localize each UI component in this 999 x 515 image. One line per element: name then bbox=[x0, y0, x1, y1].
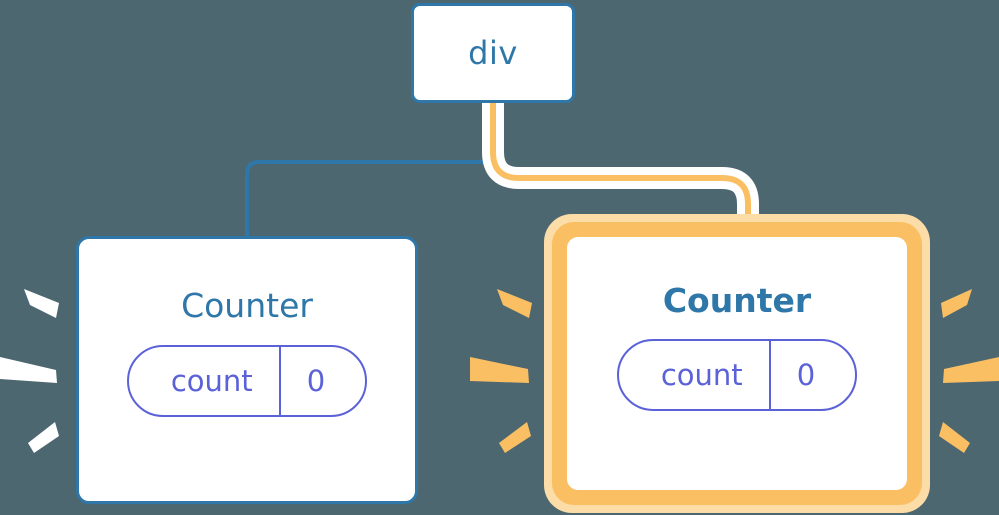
prop-name-label: count bbox=[170, 363, 253, 398]
ray-icon bbox=[943, 357, 999, 383]
prop-value-label: 0 bbox=[796, 357, 816, 392]
node-counter-left-label: Counter bbox=[181, 286, 313, 325]
node-counter-left[interactable]: Counter count 0 bbox=[76, 236, 418, 504]
prop-pill-count-left[interactable]: count 0 bbox=[126, 345, 368, 417]
node-counter-right[interactable]: Counter count 0 bbox=[552, 222, 922, 505]
node-counter-right-body: Counter count 0 bbox=[567, 237, 907, 490]
ray-icon bbox=[497, 289, 532, 318]
node-div-label: div bbox=[468, 34, 518, 72]
rays-left-counter-right-side bbox=[470, 289, 532, 453]
prop-name-cell: count bbox=[619, 341, 771, 409]
ray-icon bbox=[28, 422, 59, 453]
node-div[interactable]: div bbox=[411, 3, 575, 103]
prop-name-label: count bbox=[660, 357, 743, 392]
prop-pill-count-right[interactable]: count 0 bbox=[616, 339, 858, 411]
node-counter-right-label: Counter bbox=[662, 281, 812, 320]
prop-value-label: 0 bbox=[306, 363, 326, 398]
ray-icon bbox=[470, 357, 529, 383]
prop-value-cell: 0 bbox=[281, 347, 365, 415]
edge-root-to-right bbox=[490, 100, 751, 236]
ray-icon bbox=[941, 289, 972, 318]
prop-value-cell: 0 bbox=[771, 341, 855, 409]
ray-icon bbox=[939, 422, 970, 453]
rays-left-counter-left-side bbox=[0, 289, 59, 453]
ray-icon bbox=[24, 289, 59, 318]
prop-name-cell: count bbox=[129, 347, 281, 415]
ray-icon bbox=[499, 422, 531, 453]
ray-icon bbox=[0, 357, 57, 383]
rays-right-counter-right-side bbox=[939, 289, 999, 453]
